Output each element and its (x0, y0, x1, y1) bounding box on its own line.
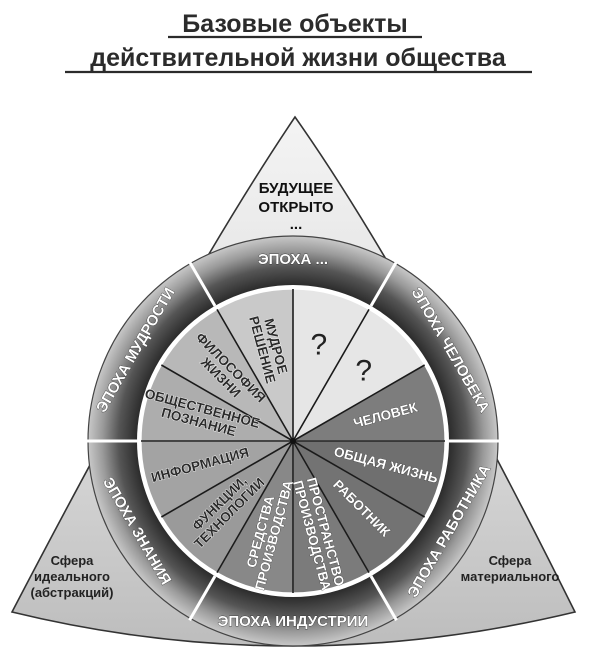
center-hub (290, 438, 296, 444)
sector-spoke (216, 440, 294, 574)
future-line-3: ... (290, 216, 303, 233)
era-divider (188, 260, 217, 307)
sector-spoke (160, 440, 294, 518)
sector-spoke (160, 364, 294, 442)
future-line-2: ОТКРЫТО (258, 199, 333, 216)
sector-spoke (292, 440, 426, 518)
sphere-ideal-line-1: Сфера (51, 553, 95, 568)
sector-label-unknown-2: ? (355, 354, 372, 387)
title-line-2: действительной жизни общества (90, 44, 507, 72)
title-line-1: Базовые объекты (182, 10, 407, 38)
sector-spoke (216, 308, 294, 442)
future-line-1: БУДУЩЕЕ (259, 180, 333, 197)
era-divider (369, 260, 398, 307)
era-label-industry: ЭПОХА ИНДУСТРИИ (218, 613, 369, 630)
sphere-material-line-2: материального (461, 569, 560, 584)
sphere-ideal-line-3: (абстракций) (31, 585, 114, 600)
sector-label-unknown-1: ? (311, 328, 328, 361)
era-label-next: ЭПОХА ... (258, 251, 328, 268)
era-divider (369, 575, 398, 622)
sphere-material-line-1: Сфера (489, 553, 533, 568)
sector-spoke (292, 364, 426, 442)
sector-spoke (292, 440, 370, 574)
sphere-ideal-line-2: идеального (34, 569, 110, 584)
sector-spoke (292, 308, 370, 442)
era-divider (188, 575, 217, 622)
